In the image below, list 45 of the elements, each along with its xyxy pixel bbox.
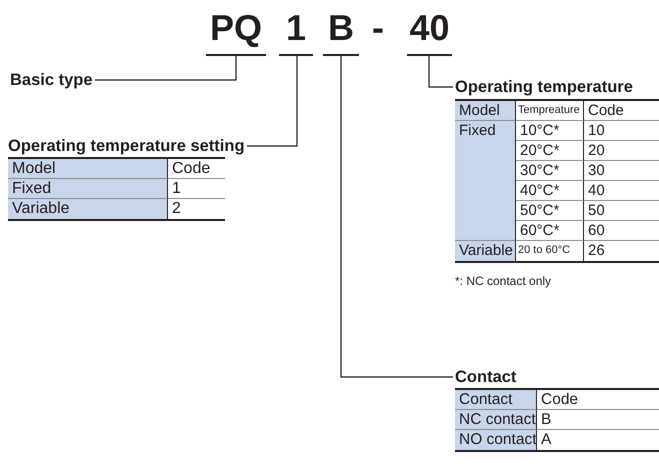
column-header: Code xyxy=(584,101,659,121)
field-heading: Operating temperature setting xyxy=(8,136,245,156)
table-entry: 40°C* xyxy=(516,181,584,201)
table-entry: 30°C* xyxy=(516,161,584,181)
separator-dash: - xyxy=(372,8,384,48)
code-segment: B xyxy=(323,0,359,56)
table-entry: 2 xyxy=(171,199,182,219)
field-heading: Contact xyxy=(455,367,516,387)
row-heading: Variable xyxy=(455,241,516,261)
footnote: *: NC contact only xyxy=(455,274,552,288)
code-segment: 1 xyxy=(279,0,313,56)
table-entry: 1 xyxy=(168,179,225,199)
table-entry: 50 xyxy=(584,201,659,221)
column-header: Contact xyxy=(455,390,537,410)
row-heading: Fixed xyxy=(8,179,168,199)
table-entry: 20 to 60°C xyxy=(516,241,584,261)
column-header: Code xyxy=(537,390,659,410)
table-entry: 10 xyxy=(584,121,659,141)
table-entry: 10°C* xyxy=(516,121,584,141)
table-entry: B xyxy=(537,410,659,430)
table-entry: 26 xyxy=(587,241,606,261)
table-entry: 30 xyxy=(584,161,659,181)
table-entry: 50°C* xyxy=(516,201,584,221)
column-header: Tempreature xyxy=(516,101,584,121)
field-heading: Operating temperature xyxy=(455,77,633,97)
table-entry: 60°C* xyxy=(516,221,584,241)
table-entry: 40 xyxy=(584,181,659,201)
column-header: Code xyxy=(168,159,225,179)
row-heading: NC contact xyxy=(455,410,537,430)
code-segment: PQ xyxy=(206,0,266,56)
field-heading: Basic type xyxy=(10,70,93,90)
row-heading: Variable xyxy=(8,199,168,219)
row-heading: NO contact xyxy=(455,430,537,450)
table-entry: A xyxy=(540,430,552,450)
column-header: Model xyxy=(455,101,516,121)
leader-line xyxy=(247,56,298,147)
row-heading: Fixed xyxy=(455,121,516,241)
table-entry: 60 xyxy=(584,221,659,241)
leader-line xyxy=(428,56,453,88)
code-segment: 40 xyxy=(407,0,452,56)
table-entry: 20 xyxy=(584,141,659,161)
leader-line xyxy=(95,56,237,81)
table-entry: 20°C* xyxy=(516,141,584,161)
leader-line xyxy=(340,56,453,378)
column-header: Model xyxy=(8,159,168,179)
